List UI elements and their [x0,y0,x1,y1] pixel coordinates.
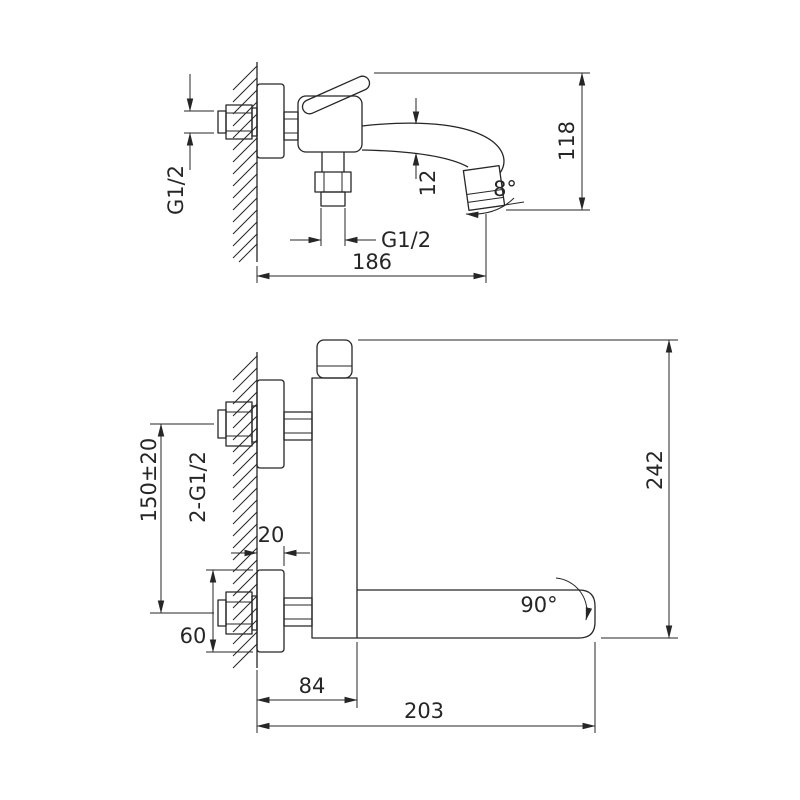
lower-inlet-pipe [217,591,258,635]
wall-section-bottom-view [232,352,258,669]
lower-body-connector [283,597,313,627]
handle-end-view [316,339,353,379]
dim-outlet-angle: 8° [465,177,525,219]
dim-label-overall-height: 118 [555,121,579,161]
top-view [217,62,506,263]
dim-escutcheon-height: 60 [180,569,253,653]
dim-swivel-angle: 90° [520,577,593,621]
dim-overall-length: 242 [358,339,678,639]
dim-label-inlet-thread: G1/2 [164,165,188,215]
bottom-view-dimensions: 150±20 2-G1/2 20 242 90° 60 [137,339,678,733]
dim-label-wall-to-spout-end: 203 [404,699,444,723]
top-view-dimensions: G1/2 118 12 8° G1/2 [164,72,590,283]
dim-inlet-spacing: 150±20 [137,423,214,614]
upper-escutcheon [256,379,285,469]
handle-lever [301,75,371,115]
dim-label-spout-thickness: 12 [416,170,440,197]
faucet-body-top-view [297,95,363,153]
faucet-body-bottom-view [311,377,358,639]
dim-label-escutcheon-height: 60 [180,624,207,648]
dim-wall-to-body: 84 [256,642,358,733]
spout [361,122,505,174]
spout-outlet-aerator [462,165,506,211]
upper-body-connector [283,411,313,441]
escutcheon-top-view [256,83,285,159]
spout-arm [357,589,596,639]
dim-label-inlet-threads: 2-G1/2 [186,451,210,523]
dim-shower-outlet-thread: G1/2 [290,208,431,252]
dim-label-shower-outlet-thread: G1/2 [381,228,431,252]
dim-escutcheon-depth: 20 [231,523,310,566]
upper-inlet-pipe [217,401,258,447]
dim-label-outlet-angle: 8° [493,177,517,201]
dim-wall-to-spout-end: 203 [256,642,596,733]
bottom-view [217,339,596,669]
dim-label-wall-to-body: 84 [299,674,326,698]
lower-escutcheon [256,569,285,653]
dim-inlet-thread: G1/2 [164,74,214,215]
dim-label-escutcheon-depth: 20 [258,523,285,547]
dim-label-spout-reach: 186 [352,250,392,274]
shower-outlet [314,152,352,207]
dim-overall-height: 118 [374,72,590,211]
body-connector-top-view [283,111,299,141]
dim-spout-reach: 186 [256,214,487,283]
dim-spout-thickness: 12 [412,98,440,197]
dim-label-overall-length: 242 [643,450,667,490]
dim-label-inlet-spacing: 150±20 [137,438,161,522]
dim-inlet-threads: 2-G1/2 [186,451,210,523]
wall-section-top-view [232,62,258,263]
dim-label-swivel-angle: 90° [520,593,557,617]
